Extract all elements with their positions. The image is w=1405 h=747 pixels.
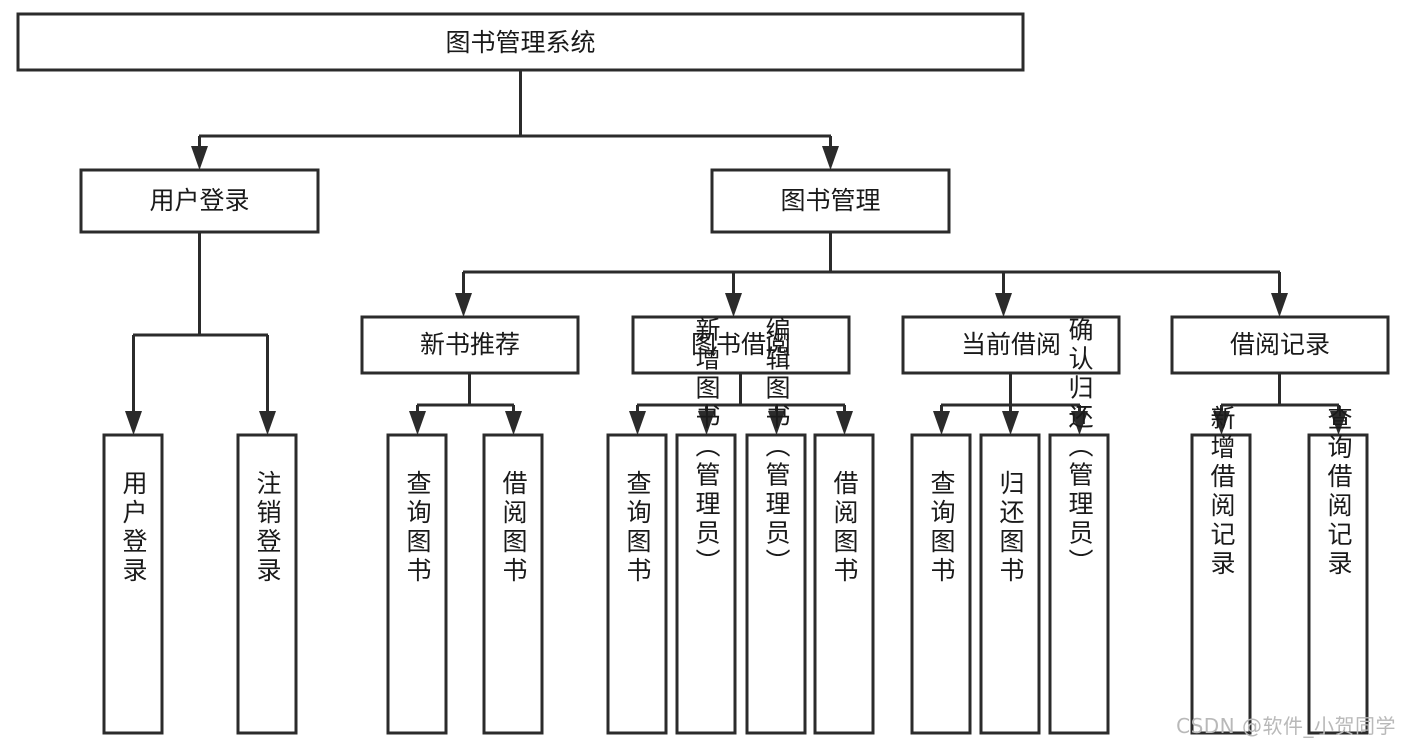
- node-borrow-record-rect[interactable]: [1170, 315, 1390, 375]
- node-leaf-query-book-3-rect[interactable]: [910, 433, 972, 735]
- edge-group-new-book-rec: [409, 373, 522, 435]
- edge-group-current-borrow: [933, 373, 1088, 435]
- node-leaf-add-record[interactable]: 新增借阅记录: [1190, 405, 1252, 735]
- node-leaf-borrow-book-2-label: 借阅图书: [830, 470, 859, 586]
- arrow-leaf-query-book-3: [933, 411, 950, 435]
- arrow-leaf-query-book-1: [409, 411, 426, 435]
- node-leaf-borrow-book-1-rect[interactable]: [482, 433, 544, 735]
- node-root-label: 图书管理系统: [445, 28, 595, 57]
- node-new-book-rec-rect[interactable]: [360, 315, 580, 375]
- node-leaf-confirm-return-rect[interactable]: [1048, 433, 1110, 735]
- arrow-leaf-user-login: [125, 411, 142, 435]
- node-user-login-rect[interactable]: [79, 168, 320, 234]
- arrow-new-book-rec: [455, 293, 472, 317]
- node-leaf-query-book-2[interactable]: 查询图书: [606, 433, 668, 735]
- node-leaf-query-book-2-rect[interactable]: [606, 433, 668, 735]
- edge-group-borrow-record: [1213, 373, 1347, 435]
- node-root-rect[interactable]: [16, 12, 1025, 72]
- arrow-leaf-borrow-book-2: [836, 411, 853, 435]
- node-leaf-user-login-rect[interactable]: [102, 433, 164, 735]
- node-leaf-query-book-3-label: 查询图书: [927, 470, 956, 586]
- csdn-watermark: CSDN @软件_小贺同学: [1176, 714, 1396, 738]
- arrow-leaf-add-record: [1213, 411, 1230, 435]
- arrow-leaf-return-book: [1002, 411, 1019, 435]
- node-leaf-edit-book[interactable]: 编辑图书（管理员）: [745, 317, 807, 735]
- node-current-borrow-rect[interactable]: [901, 315, 1121, 375]
- node-book-borrow-label: 图书借阅: [691, 330, 791, 359]
- arrow-borrow-record: [1271, 293, 1288, 317]
- arrow-leaf-query-record: [1330, 411, 1347, 435]
- node-user-login[interactable]: 用户登录: [79, 168, 320, 234]
- arrow-user-login: [191, 146, 208, 170]
- node-leaf-query-book-1-label: 查询图书: [403, 470, 432, 586]
- edge-group-book-manage: [455, 232, 1288, 317]
- node-leaf-add-record-label: 新增借阅记录: [1207, 405, 1236, 579]
- arrow-leaf-query-book-2: [629, 411, 646, 435]
- node-leaf-borrow-book-2[interactable]: 借阅图书: [813, 433, 875, 735]
- node-leaf-query-record-rect[interactable]: [1307, 433, 1369, 735]
- node-leaf-edit-book-label: 编辑图书（管理员）: [762, 317, 791, 578]
- node-leaf-borrow-book-1-label: 借阅图书: [499, 470, 528, 586]
- node-book-borrow[interactable]: 图书借阅: [631, 315, 851, 375]
- node-leaf-logout-label: 注销登录: [253, 470, 282, 586]
- node-new-book-rec[interactable]: 新书推荐: [360, 315, 580, 375]
- node-leaf-confirm-return[interactable]: 确认归还（管理员）: [1048, 317, 1110, 735]
- arrow-current-borrow: [995, 293, 1012, 317]
- node-root[interactable]: 图书管理系统: [16, 12, 1025, 72]
- arrow-book-borrow: [725, 293, 742, 317]
- node-leaf-add-record-rect[interactable]: [1190, 433, 1252, 735]
- edge-group-book-borrow: [629, 373, 853, 435]
- arrow-book-manage: [822, 146, 839, 170]
- node-leaf-edit-book-rect[interactable]: [745, 433, 807, 735]
- node-leaf-borrow-book-2-rect[interactable]: [813, 433, 875, 735]
- node-leaf-borrow-book-1[interactable]: 借阅图书: [482, 433, 544, 735]
- node-borrow-record-label: 借阅记录: [1230, 330, 1330, 359]
- arrow-leaf-confirm-return: [1071, 411, 1088, 435]
- node-leaf-logout-rect[interactable]: [236, 433, 298, 735]
- node-new-book-rec-label: 新书推荐: [420, 330, 520, 359]
- node-leaf-return-book-rect[interactable]: [979, 433, 1041, 735]
- arrow-leaf-edit-book: [768, 411, 785, 435]
- node-borrow-record[interactable]: 借阅记录: [1170, 315, 1390, 375]
- node-leaf-logout[interactable]: 注销登录: [236, 433, 298, 735]
- node-leaf-return-book-label: 归还图书: [996, 470, 1025, 586]
- node-book-borrow-rect[interactable]: [631, 315, 851, 375]
- arrow-leaf-add-book: [698, 411, 715, 435]
- node-current-borrow[interactable]: 当前借阅: [901, 315, 1121, 375]
- node-current-borrow-label: 当前借阅: [961, 330, 1061, 359]
- node-leaf-query-book-3[interactable]: 查询图书: [910, 433, 972, 735]
- node-leaf-add-book-label: 新增图书（管理员）: [692, 317, 721, 578]
- node-book-manage[interactable]: 图书管理: [710, 168, 951, 234]
- edge-group-root: [191, 70, 839, 170]
- node-book-manage-label: 图书管理: [780, 186, 880, 215]
- arrow-leaf-borrow-book-1: [505, 411, 522, 435]
- node-leaf-add-book[interactable]: 新增图书（管理员）: [675, 317, 737, 735]
- edge-group-user-login: [125, 232, 276, 435]
- node-leaf-query-book-1[interactable]: 查询图书: [386, 433, 448, 735]
- node-leaf-confirm-return-label: 确认归还（管理员）: [1065, 317, 1094, 578]
- arrow-leaf-logout: [259, 411, 276, 435]
- node-leaf-add-book-rect[interactable]: [675, 433, 737, 735]
- node-leaf-query-book-2-label: 查询图书: [623, 470, 652, 586]
- node-leaf-query-book-1-rect[interactable]: [386, 433, 448, 735]
- node-leaf-user-login-label: 用户登录: [119, 470, 148, 586]
- node-leaf-query-record-label: 查询借阅记录: [1324, 405, 1353, 579]
- node-user-login-label: 用户登录: [149, 186, 249, 215]
- node-leaf-user-login[interactable]: 用户登录: [102, 433, 164, 735]
- node-book-manage-rect[interactable]: [710, 168, 951, 234]
- node-leaf-return-book[interactable]: 归还图书: [979, 433, 1041, 735]
- node-leaf-query-record[interactable]: 查询借阅记录: [1307, 405, 1369, 735]
